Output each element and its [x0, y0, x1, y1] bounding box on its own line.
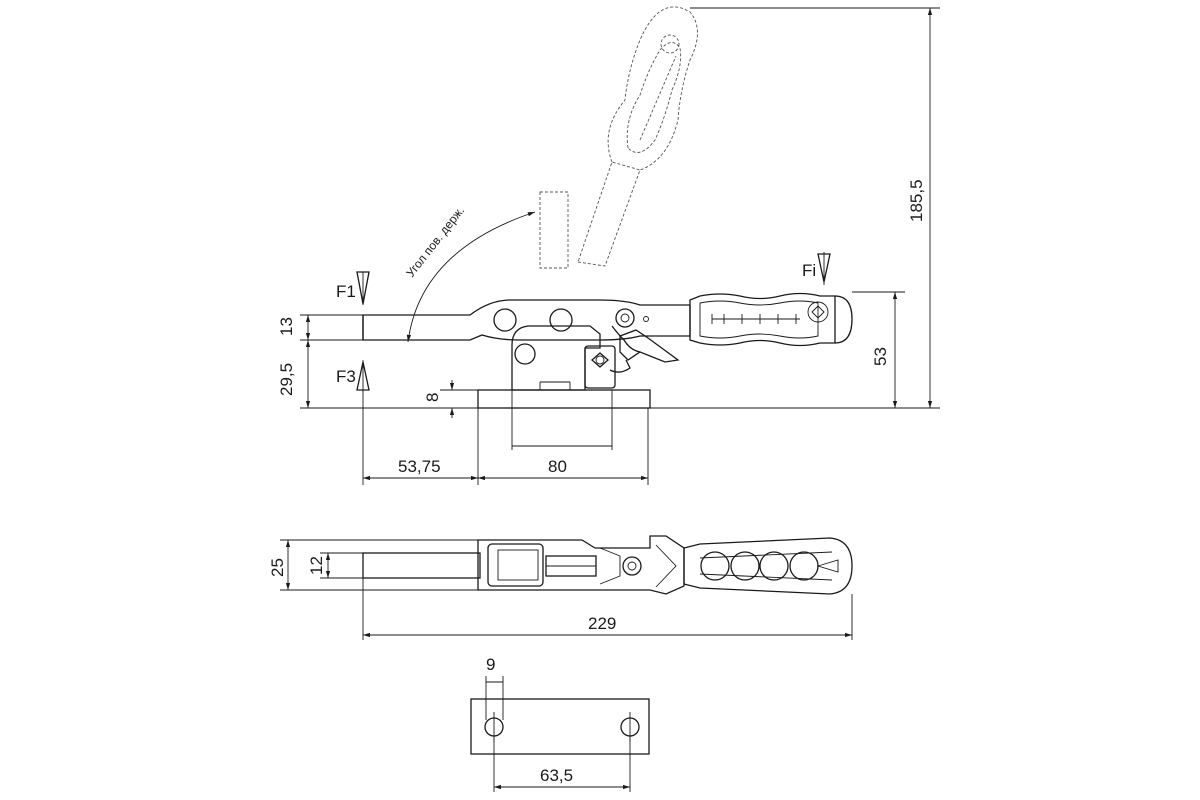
dim-base-thickness: 8: [423, 393, 442, 402]
dim-offset-front: 53,75: [398, 457, 441, 476]
dim-total-length: 229: [588, 614, 616, 633]
dim-height-top: 13: [277, 317, 296, 336]
dim-height-mid: 29,5: [277, 363, 296, 396]
pivot-hole-2: [549, 308, 573, 332]
dim-open-height: 185,5: [907, 179, 926, 222]
dim-top-spindle-width: 12: [307, 556, 326, 575]
pivot-hole-lower: [514, 343, 536, 365]
latch-lever: [619, 329, 680, 363]
force-fi-arrow: [817, 253, 831, 283]
dim-hole-spacing-side: 80: [548, 457, 567, 476]
dim-top-width-total: 25: [268, 558, 287, 577]
dim-hole-diameter: 9: [486, 655, 495, 674]
clamp-body: [511, 325, 601, 391]
force-f1-arrow: [356, 271, 370, 305]
top-spindle: [362, 552, 481, 579]
handle-grip: [689, 292, 853, 347]
angle-note: Угол пов. держ.: [403, 204, 467, 280]
top-body: [477, 535, 685, 595]
handle-open-position: [539, 6, 698, 269]
dim-hole-spacing: 63,5: [540, 766, 573, 785]
base-plate-outline: [470, 698, 650, 755]
top-handle-grip: [683, 537, 853, 595]
dim-handle-height: 53: [871, 347, 890, 366]
pivot-hole-1: [493, 308, 517, 332]
force-f3-label: F3: [336, 367, 356, 386]
rotation-angle-arc: [406, 211, 536, 343]
force-fi-label: Fi: [802, 261, 816, 280]
top-view: 25 12 229: [268, 535, 853, 640]
force-f1-label: F1: [336, 282, 356, 301]
base-plate: [477, 389, 651, 409]
base-plate-view: 9 63,5: [470, 655, 650, 792]
side-view: Угол пов. держ. F1 F3 Fi 13 29,5 8 53 18…: [277, 6, 940, 485]
